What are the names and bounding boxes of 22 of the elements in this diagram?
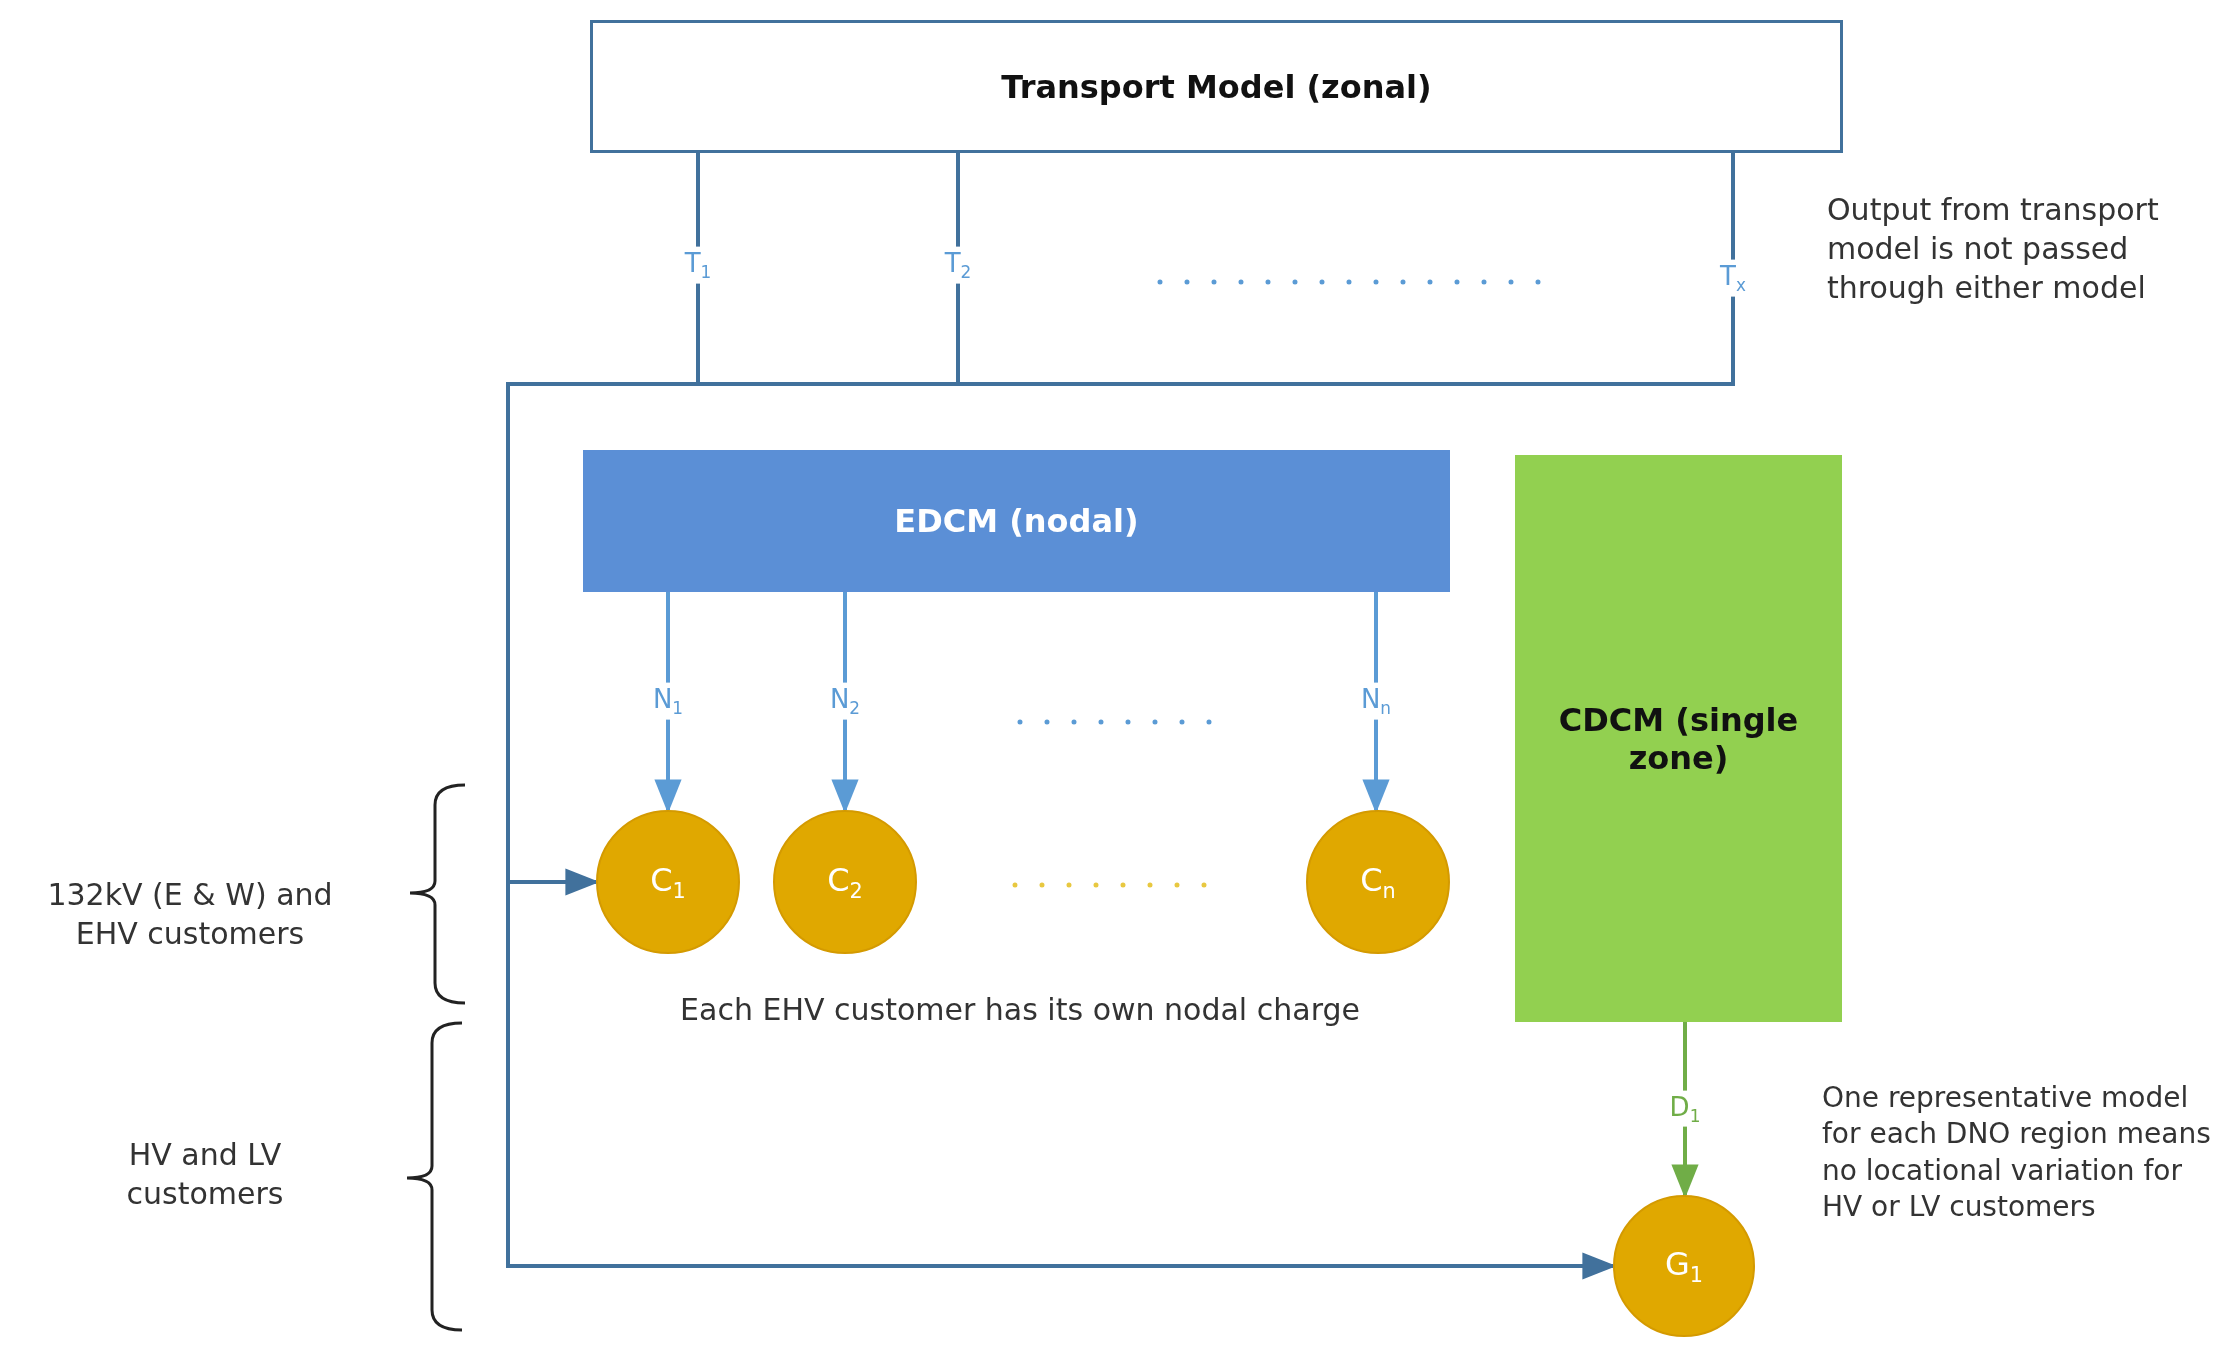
model-box: [590, 20, 1843, 153]
node-label: C$_{2}$: [827, 860, 863, 904]
node-label: C$_{n}$: [1360, 860, 1396, 904]
edge-label: N$_{n}$: [1360, 682, 1392, 720]
node-label: C$_{1}$: [650, 860, 686, 904]
line-label: T$_{2}$: [944, 246, 972, 284]
annotation-text: Output from transport model is not passed through either model: [1827, 191, 2160, 307]
node-label: CDCM (single zone): [1557, 700, 1800, 777]
model-box: [583, 450, 1450, 592]
edge-label: N$_{2}$: [829, 682, 861, 720]
node-label: G$_{1}$: [1665, 1244, 1703, 1288]
caption-text: Each EHV customer has its own nodal charge: [679, 991, 1361, 1029]
edge-label: N$_{1}$: [652, 682, 684, 720]
annotation-text: One representative model for each DNO region means no locational variation for HV or LV customers: [1822, 1080, 2212, 1226]
group-label: 132kV (E & W) and EHV customers: [46, 876, 334, 953]
line-label: T$_{1}$: [684, 246, 712, 284]
node-label: Transport Model (zonal): [1001, 67, 1432, 106]
node-label: EDCM (nodal): [894, 502, 1139, 540]
edge-label: D$_{1}$: [1669, 1090, 1701, 1127]
model-box: [1515, 455, 1842, 1022]
line-label: T$_{x}$: [1720, 259, 1746, 297]
group-label: HV and LV customers: [125, 1136, 285, 1213]
